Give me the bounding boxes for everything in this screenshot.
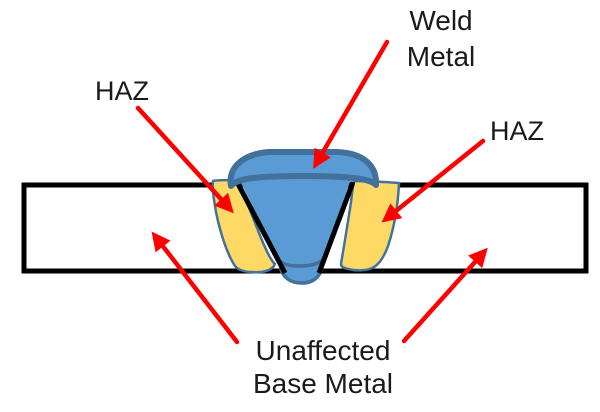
label-weld-metal: Weld Metal [391,3,491,75]
label-haz-left: HAZ [95,76,149,106]
weld-cap-bead [227,149,380,189]
label-haz-right: HAZ [490,116,544,146]
label-weld-metal-line1: Weld [409,5,473,36]
label-unaffected-line1: Unaffected [255,335,391,366]
haz-region-right [339,179,401,272]
label-unaffected-line2: Base Metal [252,368,394,399]
arrow-haz-right [381,138,486,223]
groove-edge-right [316,181,356,274]
arrow-haz-left [135,105,234,214]
arrow-weld-metal [313,39,390,169]
label-weld-metal-line2: Metal [406,41,476,72]
arrow-unaffected-left [151,231,240,345]
weld-groove-fill [239,179,351,272]
weld-root-bead [278,259,324,285]
annotation-arrows [135,39,488,345]
groove-edge-left [234,180,288,275]
label-unaffected-base-metal: Unaffected Base Metal [223,334,423,400]
arrow-unaffected-right [401,247,488,344]
